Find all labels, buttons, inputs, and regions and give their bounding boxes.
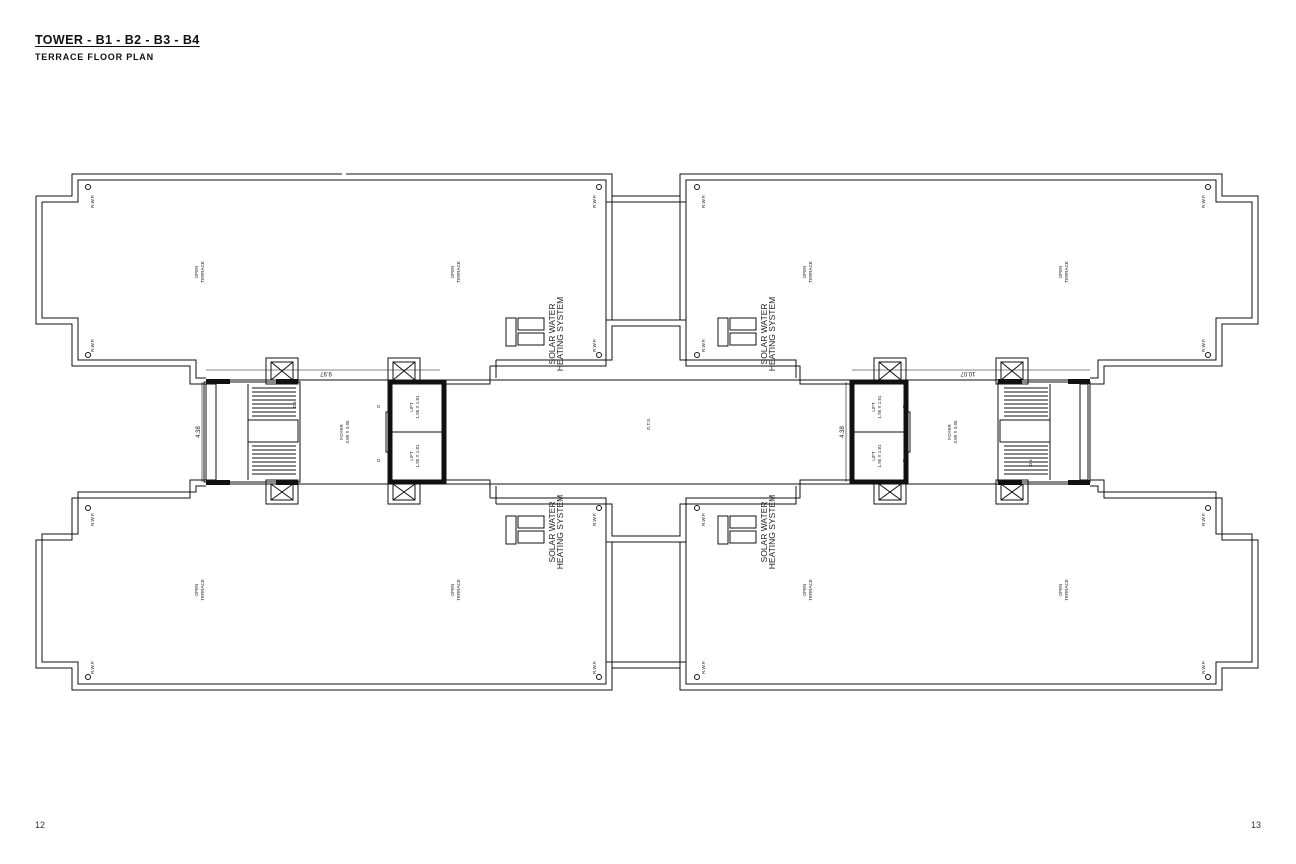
open-label: OPEN [450,584,455,597]
right-stair-core [997,381,1091,483]
terrace-label: TERRACE [1064,579,1069,601]
rwp-label: R.W.P. [592,513,597,526]
left-stair-core [203,381,301,483]
ots-shaft-inner [495,325,797,378]
open-label: OPEN [802,584,807,597]
lift-size-label: 1.95 X 1.81 [877,395,882,419]
lower-left-wing-outer [35,479,626,691]
stair-dn-label: DN [292,402,297,409]
solar-panels [505,317,757,545]
lift-door-labels: D D D D [376,404,907,462]
open-label: OPEN [194,584,199,597]
rwp-label: R.W.P. [1201,339,1206,352]
terrace-label: TERRACE [456,579,461,601]
rwp-labels: R.W.P. R.W.P. R.W.P. R.W.P. R.W.P. R.W.P… [90,195,1206,674]
upper-left-wing-inner [42,179,620,203]
left-stair-landing [247,419,299,443]
open-label: OPEN [194,266,199,279]
page-subtitle: TERRACE FLOOR PLAN [35,52,154,62]
dim-height-left: 4.38 [196,426,202,438]
terrace-label: TERRACE [200,579,205,601]
rwp-label: R.W.P. [592,195,597,208]
solar-label-line2: HEATING SYSTEM [555,495,565,569]
duct-shafts [265,357,1029,505]
ots-label: O.T.S. [646,418,651,431]
upper-right-wing-outer [626,173,1259,385]
rwp-label: R.W.P. [90,661,95,674]
rwp-label: R.W.P. [701,513,706,526]
door-label: D [902,458,907,462]
lift-label: LIFT [871,402,876,412]
solar-label-line2: HEATING SYSTEM [767,495,777,569]
right-stair-landing [999,419,1051,443]
open-label: OPEN [1058,584,1063,597]
rwp-label: R.W.P. [701,661,706,674]
rwp-label: R.W.P. [90,513,95,526]
solar-label-line1: SOLAR WATER [547,304,557,365]
door-label: D [376,458,381,462]
terrace-label: TERRACE [808,261,813,283]
lower-right-wing-inner [620,485,1253,685]
solar-label-line1: SOLAR WATER [547,502,557,563]
rwp-label: R.W.P. [592,339,597,352]
page-title: TOWER - B1 - B2 - B3 - B4 [35,33,200,47]
lift-label: LIFT [409,451,414,461]
open-label: OPEN [1058,266,1063,279]
upper-right-wing-inner [620,179,1253,379]
rwp-label: R.W.P. [1201,513,1206,526]
lower-left-wing-inner [41,485,620,685]
lift-size-label: 1.95 X 1.81 [415,395,420,419]
foyer-label: FOYER [947,424,952,440]
terrace-label: TERRACE [456,261,461,283]
dim-width-right: 10.07 [960,370,976,376]
open-label: OPEN [450,266,455,279]
open-label: OPEN [802,266,807,279]
ots-shaft-lower-inner [495,486,797,537]
terrace-label: TERRACE [1064,261,1069,283]
ots-shaft-lower-outer [444,479,852,543]
foyer-label: FOYER [339,424,344,440]
rwp-label: R.W.P. [90,339,95,352]
lift-label: LIFT [871,451,876,461]
solar-label-line1: SOLAR WATER [759,502,769,563]
terrace-label: TERRACE [200,261,205,283]
left-stair-treads [252,387,296,475]
page-number-right: 13 [1250,820,1261,830]
lower-right-wing-outer [626,479,1259,691]
lift-size-label: 1.95 X 1.81 [877,444,882,468]
terrace-label: TERRACE [808,579,813,601]
solar-label-line1: SOLAR WATER [759,304,769,365]
rwp-label: R.W.P. [1201,661,1206,674]
upper-left-wing-outer [36,173,626,197]
rwp-label: R.W.P. [1201,195,1206,208]
page-number-left: 12 [35,820,46,830]
lift-size-label: 1.95 X 1.81 [415,444,420,468]
rwp-label: R.W.P. [701,195,706,208]
solar-label-line2: HEATING SYSTEM [555,297,565,371]
dim-height-right: 4.38 [840,426,846,438]
ots-shaft-outer [444,319,852,385]
foyer-size-label: 3.80 X 3.95 [953,420,958,444]
foyer-size-label: 3.80 X 3.95 [345,420,350,444]
lift-label: LIFT [409,402,414,412]
solar-label-line2: HEATING SYSTEM [767,297,777,371]
stair-dn-label: DN [1028,460,1033,467]
rwp-symbols [85,184,1211,680]
upper-left-wing-side-outer [35,196,206,385]
rwp-label: R.W.P. [592,661,597,674]
door-label: D [902,404,907,408]
rwp-label: R.W.P. [701,339,706,352]
dim-width-left: 9.97 [320,370,332,376]
rwp-label: R.W.P. [90,195,95,208]
door-label: D [376,404,381,408]
upper-left-wing-side-inner [41,202,206,379]
